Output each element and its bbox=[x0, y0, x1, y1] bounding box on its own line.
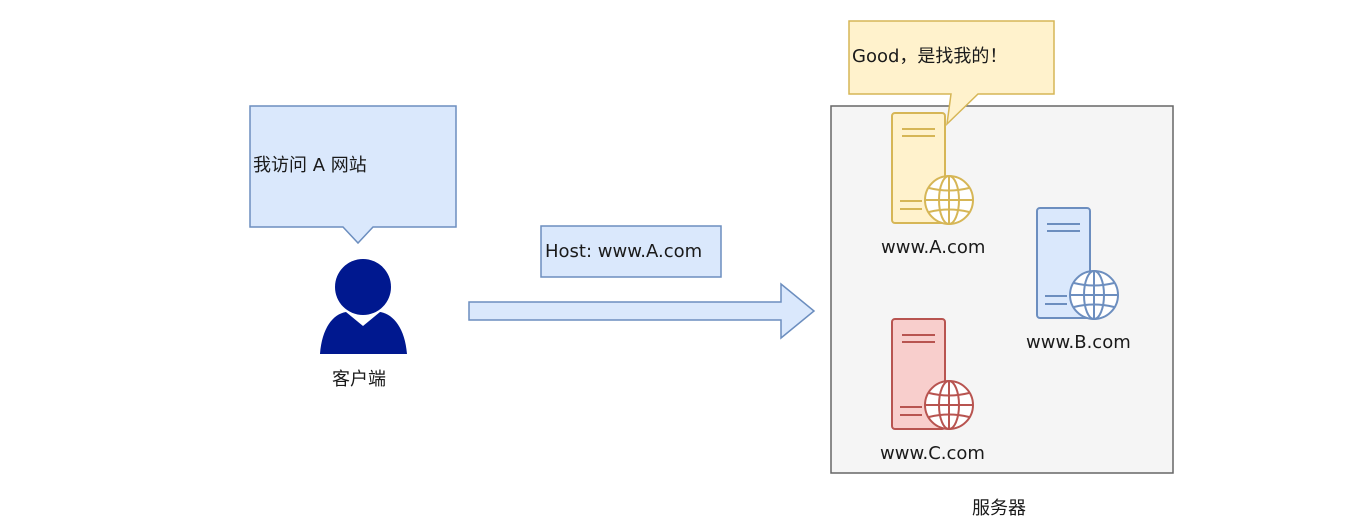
reply-bubble-text: Good，是找我的！ bbox=[852, 46, 1008, 67]
reply-speech-bubble bbox=[848, 20, 1055, 127]
web-server-a-icon bbox=[891, 112, 974, 225]
client-speech-bubble bbox=[249, 105, 457, 245]
server-group-label: 服务器 bbox=[972, 498, 1026, 519]
web-server-b-icon bbox=[1036, 207, 1119, 320]
client-label: 客户端 bbox=[332, 369, 386, 390]
client-user-icon bbox=[320, 259, 407, 354]
site-a-domain-label: www.A.com bbox=[881, 237, 986, 258]
host-header-box bbox=[540, 225, 722, 278]
host-header-text: Host: www.A.com bbox=[545, 241, 703, 262]
request-arrow bbox=[468, 282, 816, 340]
site-b-domain-label: www.B.com bbox=[1026, 332, 1131, 353]
web-server-c-icon bbox=[891, 318, 974, 430]
server-group-box bbox=[830, 105, 1174, 474]
site-c-domain-label: www.C.com bbox=[880, 443, 985, 464]
client-bubble-text: 我访问 A 网站 bbox=[253, 155, 367, 176]
